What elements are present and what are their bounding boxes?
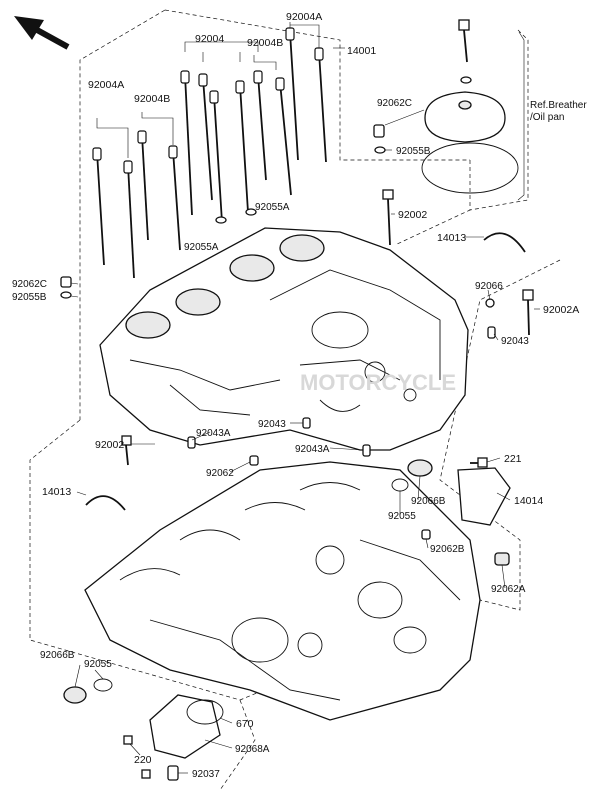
label-92068A: 92068A [235,744,270,755]
label-220: 220 [134,754,152,766]
label-oil-pan: /Oil pan [530,112,564,123]
label-92055A-2: 92055A [184,242,219,253]
label-92004: 92004 [195,33,224,45]
leader-lines [70,109,540,774]
label-92043A-1: 92043A [196,428,231,439]
label-92037: 92037 [192,769,220,780]
label-92062C-top: 92062C [377,98,412,109]
label-92062B: 92062B [430,544,465,555]
label-92055B-top: 92055B [396,146,431,157]
label-92066B-right: 92066B [411,496,446,507]
label-92004B-left: 92004B [134,93,170,105]
label-92002-left: 92002 [95,439,124,451]
label-14013-left: 14013 [42,486,71,498]
front-direction-arrow-icon [14,16,70,50]
label-92062C-left: 92062C [12,279,47,290]
label-92055B-left: 92055B [12,292,47,303]
label-92043A-2: 92043A [295,444,330,455]
upper-crankcase [99,227,469,466]
label-670: 670 [236,718,254,730]
label-92002A: 92002A [543,304,579,316]
label-14013-top: 14013 [437,232,466,244]
label-92004B-top: 92004B [247,37,283,49]
label-14001: 14001 [347,45,376,57]
label-92055A-1: 92055A [255,202,290,213]
label-14014: 14014 [514,495,543,507]
label-ref-breather: Ref.Breather [530,100,587,111]
small-fasteners-top [60,19,534,339]
label-92002-top: 92002 [398,209,427,221]
label-92004A-top: 92004A [286,11,322,23]
part-labels: 92004A 14001 92004 92004B 92004A 92004B … [12,11,587,780]
stud-bolts-92004 [92,22,345,279]
label-92062A: 92062A [491,584,526,595]
watermark: MOTORCYCLE [300,370,456,395]
label-92004A-left: 92004A [88,79,124,91]
label-92062: 92062 [206,468,234,479]
label-92066B-left: 92066B [40,650,75,661]
label-92066-right: 92066 [475,281,503,292]
label-92043-mid: 92043 [258,419,286,430]
label-92055-left: 92055 [84,659,112,670]
label-221: 221 [504,453,522,465]
label-92055-mid: 92055 [388,511,416,522]
label-92043-right: 92043 [501,336,529,347]
